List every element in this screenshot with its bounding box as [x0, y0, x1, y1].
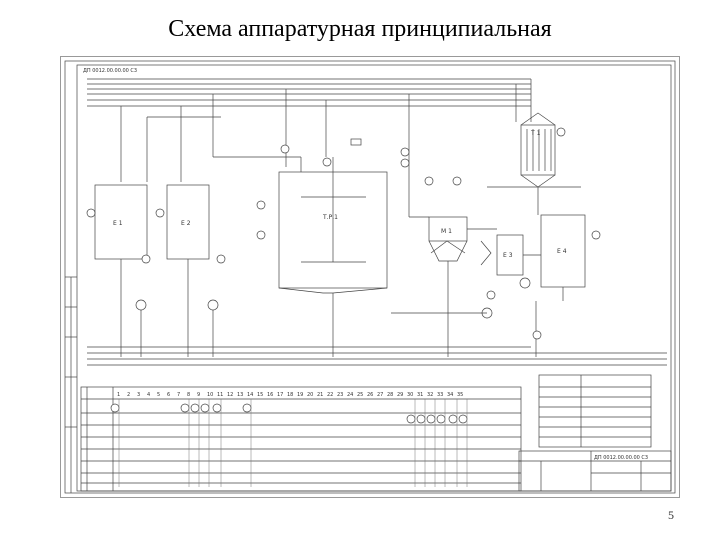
svg-text:11: 11 — [217, 392, 223, 398]
svg-text:9: 9 — [197, 392, 200, 398]
instrument-number-row: 1 2 3 4 5 6 7 8 9 10 11 12 13 14 15 16 1… — [117, 392, 463, 398]
equipment-e4: Е 4 — [557, 248, 567, 255]
svg-text:31: 31 — [417, 392, 423, 398]
svg-text:17: 17 — [277, 392, 283, 398]
svg-text:28: 28 — [387, 392, 393, 398]
page-number: 5 — [668, 508, 674, 522]
svg-text:5: 5 — [157, 392, 160, 398]
equipment-e1: Е 1 — [113, 220, 123, 227]
svg-text:22: 22 — [327, 392, 333, 398]
svg-text:16: 16 — [267, 392, 273, 398]
drawing-sheet: Е 1 Е 2 Т.Р.1 М 1 Т 1 Е 3 Е 4 ДП 0012.00… — [60, 56, 680, 498]
svg-text:21: 21 — [317, 392, 323, 398]
process-scheme-drawing: Е 1 Е 2 Т.Р.1 М 1 Т 1 Е 3 Е 4 ДП 0012.00… — [64, 60, 676, 494]
equipment-reactor: Т.Р.1 — [322, 214, 338, 221]
svg-text:15: 15 — [257, 392, 263, 398]
equipment-heat-exchanger: Т 1 — [530, 130, 541, 137]
svg-text:12: 12 — [227, 392, 233, 398]
svg-text:1: 1 — [117, 392, 120, 398]
equipment-e3: Е 3 — [503, 252, 513, 259]
svg-text:14: 14 — [247, 392, 253, 398]
instrument-bubbles — [86, 127, 601, 424]
svg-text:6: 6 — [167, 392, 170, 398]
svg-text:8: 8 — [187, 392, 190, 398]
svg-text:2: 2 — [127, 392, 130, 398]
svg-text:25: 25 — [357, 392, 363, 398]
svg-text:35: 35 — [457, 392, 463, 398]
svg-text:20: 20 — [307, 392, 313, 398]
svg-text:4: 4 — [147, 392, 150, 398]
equipment-e2: Е 2 — [181, 220, 191, 227]
equipment-m1: М 1 — [441, 228, 452, 235]
svg-text:32: 32 — [427, 392, 433, 398]
drawing-code-top: ДП 0012.00.00.00 С3 — [83, 68, 137, 74]
svg-text:26: 26 — [367, 392, 373, 398]
drawing-code-title-block: ДП 0012.00.00.00 С3 — [594, 455, 648, 461]
svg-text:13: 13 — [237, 392, 243, 398]
svg-text:27: 27 — [377, 392, 383, 398]
svg-text:19: 19 — [297, 392, 303, 398]
svg-text:18: 18 — [287, 392, 293, 398]
svg-text:3: 3 — [137, 392, 140, 398]
svg-text:24: 24 — [347, 392, 353, 398]
svg-text:10: 10 — [207, 392, 213, 398]
svg-text:29: 29 — [397, 392, 403, 398]
slide-title: Схема аппаратурная принципиальная — [168, 16, 552, 42]
svg-text:34: 34 — [447, 392, 453, 398]
svg-text:30: 30 — [407, 392, 413, 398]
svg-text:23: 23 — [337, 392, 343, 398]
equipment-labels: Е 1 Е 2 Т.Р.1 М 1 Т 1 Е 3 Е 4 — [113, 130, 567, 259]
svg-text:7: 7 — [177, 392, 180, 398]
svg-text:33: 33 — [437, 392, 443, 398]
signal-lines — [118, 399, 468, 487]
